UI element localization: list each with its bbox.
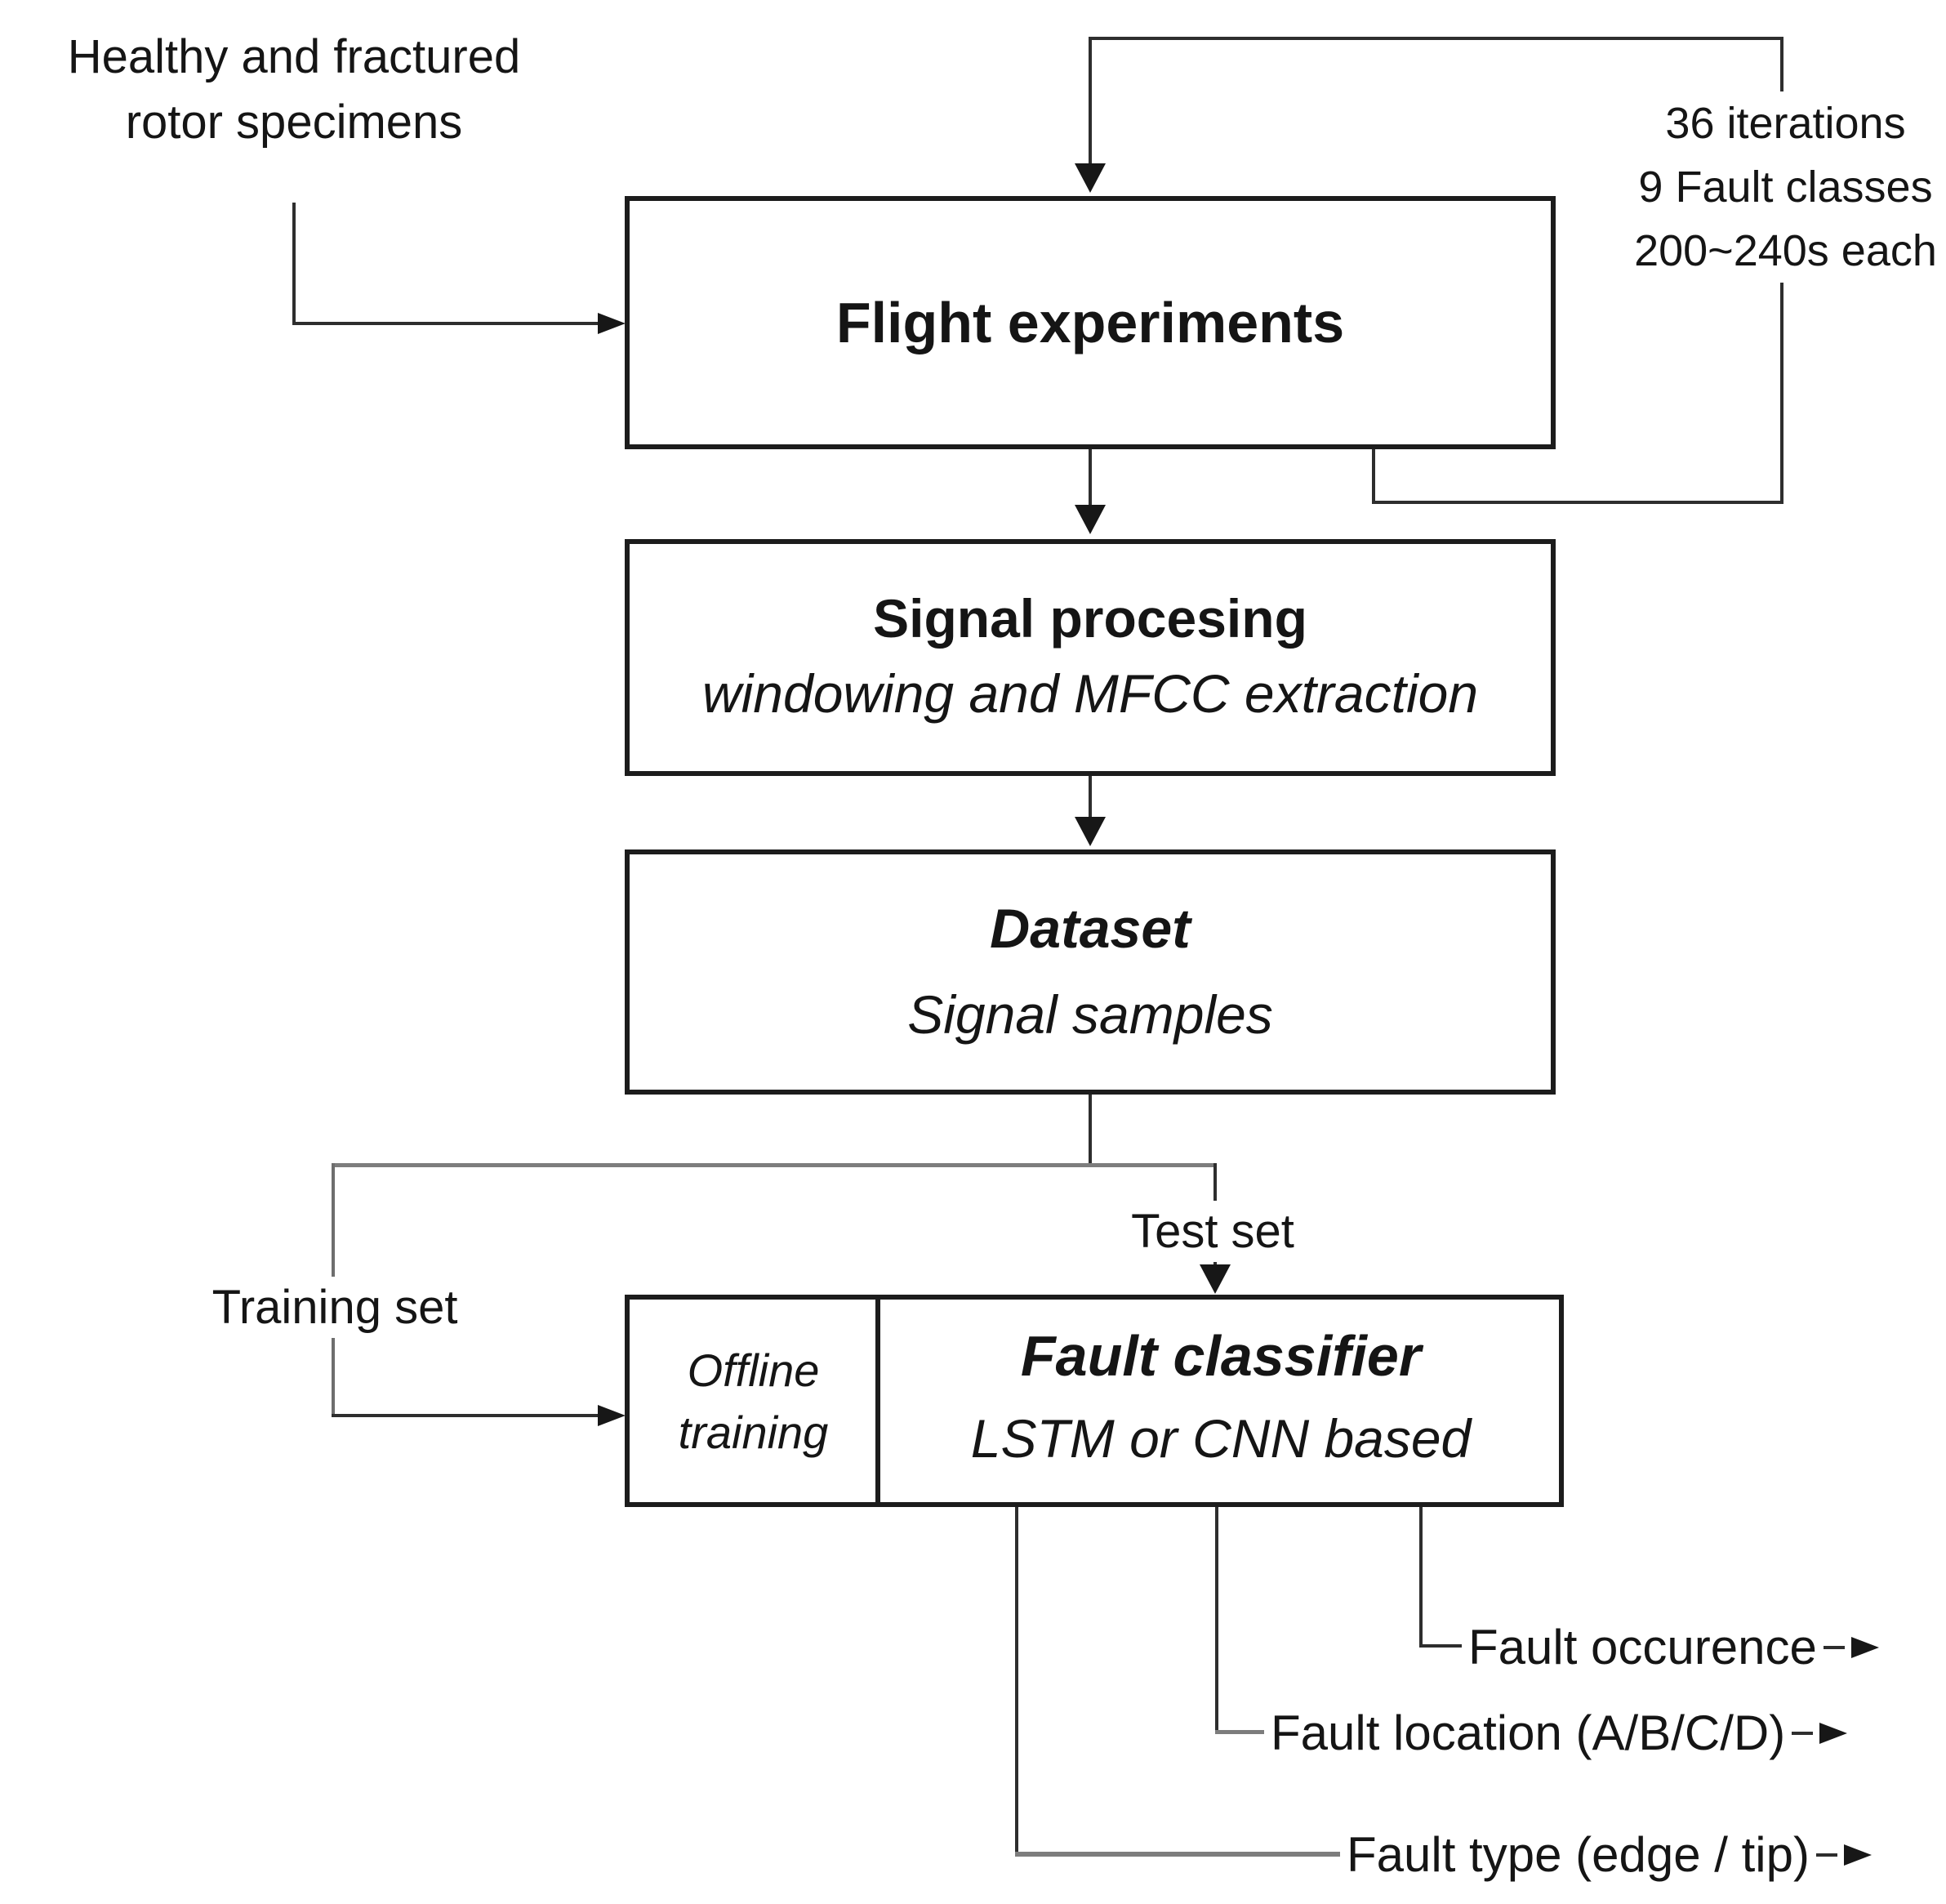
flight-experiments-title: Flight experiments	[835, 290, 1345, 354]
output-location-row: Fault location (A/B/C/D)	[1271, 1705, 1848, 1761]
output-type-arrow-shaft	[1815, 1853, 1837, 1857]
flight-to-signal-arrowhead	[1075, 505, 1106, 534]
dataset-box: Dataset Signal samples	[625, 849, 1556, 1095]
flight-to-signal-line	[1089, 449, 1092, 506]
loop-top-horizontal-line	[1089, 37, 1783, 40]
signal-processing-box: Signal procesing windowing and MFCC extr…	[625, 539, 1556, 776]
test-set-arrowhead	[1200, 1264, 1231, 1294]
fault-classifier-box	[625, 1295, 1564, 1507]
output-location-stub-line	[1215, 1730, 1264, 1734]
source-specimens-label: Healthy and fractured rotor specimens	[24, 25, 563, 155]
iterations-note-line3: 200~240s each	[1634, 226, 1937, 275]
signal-processing-title: Signal procesing	[873, 588, 1307, 649]
loop-bottom-horizontal-line	[1372, 501, 1783, 504]
output-type-connector-line	[1015, 1852, 1340, 1857]
loop-entry-vertical-line	[1089, 37, 1092, 165]
output-occurrence-drop-line	[1419, 1507, 1423, 1646]
test-set-label: Test set	[1078, 1201, 1347, 1263]
dataset-to-split-line	[1089, 1095, 1092, 1166]
iterations-note: 36 iterations 9 Fault classes 200~240s e…	[1625, 91, 1946, 283]
output-location-label: Fault location (A/B/C/D)	[1271, 1706, 1786, 1760]
iterations-note-line2: 9 Fault classes	[1638, 163, 1933, 212]
split-horizontal-line	[332, 1163, 1217, 1167]
output-location-arrowhead	[1819, 1722, 1848, 1744]
source-specimens-line1: Healthy and fractured	[67, 30, 521, 83]
classifier-divider-line	[875, 1300, 880, 1502]
output-occurrence-label: Fault occurence	[1468, 1620, 1817, 1674]
output-occurrence-row: Fault occurence	[1468, 1619, 1879, 1675]
fault-classifier-subtitle: LSTM or CNN based	[970, 1408, 1472, 1469]
output-type-drop-line	[1015, 1507, 1018, 1854]
output-occurrence-arrowhead	[1850, 1636, 1879, 1658]
output-location-drop-line	[1215, 1507, 1218, 1733]
signal-to-dataset-line	[1089, 776, 1092, 818]
offline-training-label: Offline training	[633, 1340, 874, 1464]
output-type-arrowhead	[1843, 1844, 1872, 1866]
output-type-label: Fault type (edge / tip)	[1347, 1827, 1810, 1882]
loop-exit-stub-line	[1372, 449, 1375, 504]
input-connector-vertical-line	[292, 203, 296, 325]
offline-training-line2: training	[678, 1407, 829, 1458]
training-set-horizontal-line	[332, 1414, 598, 1417]
input-connector-horizontal-line	[292, 322, 598, 325]
output-type-row: Fault type (edge / tip)	[1347, 1826, 1872, 1883]
output-location-arrow-shaft	[1792, 1731, 1814, 1735]
iterations-note-line1: 36 iterations	[1665, 99, 1906, 148]
output-occurrence-stub-line	[1419, 1644, 1462, 1648]
dataset-subtitle: Signal samples	[907, 983, 1273, 1045]
signal-processing-subtitle: windowing and MFCC extraction	[701, 663, 1479, 725]
signal-to-dataset-arrowhead	[1075, 817, 1106, 846]
flight-experiments-box: Flight experiments	[625, 196, 1556, 449]
loop-entry-arrowhead	[1075, 163, 1106, 193]
offline-training-line1: Offline	[687, 1344, 820, 1396]
training-set-arrowhead	[598, 1405, 626, 1426]
training-set-label: Training set	[204, 1277, 465, 1339]
source-specimens-line2: rotor specimens	[125, 96, 463, 149]
input-connector-arrowhead	[598, 313, 626, 334]
fault-classifier-title: Fault classifier	[1020, 1324, 1422, 1388]
dataset-title: Dataset	[990, 898, 1191, 961]
output-occurrence-arrow-shaft	[1823, 1645, 1845, 1649]
